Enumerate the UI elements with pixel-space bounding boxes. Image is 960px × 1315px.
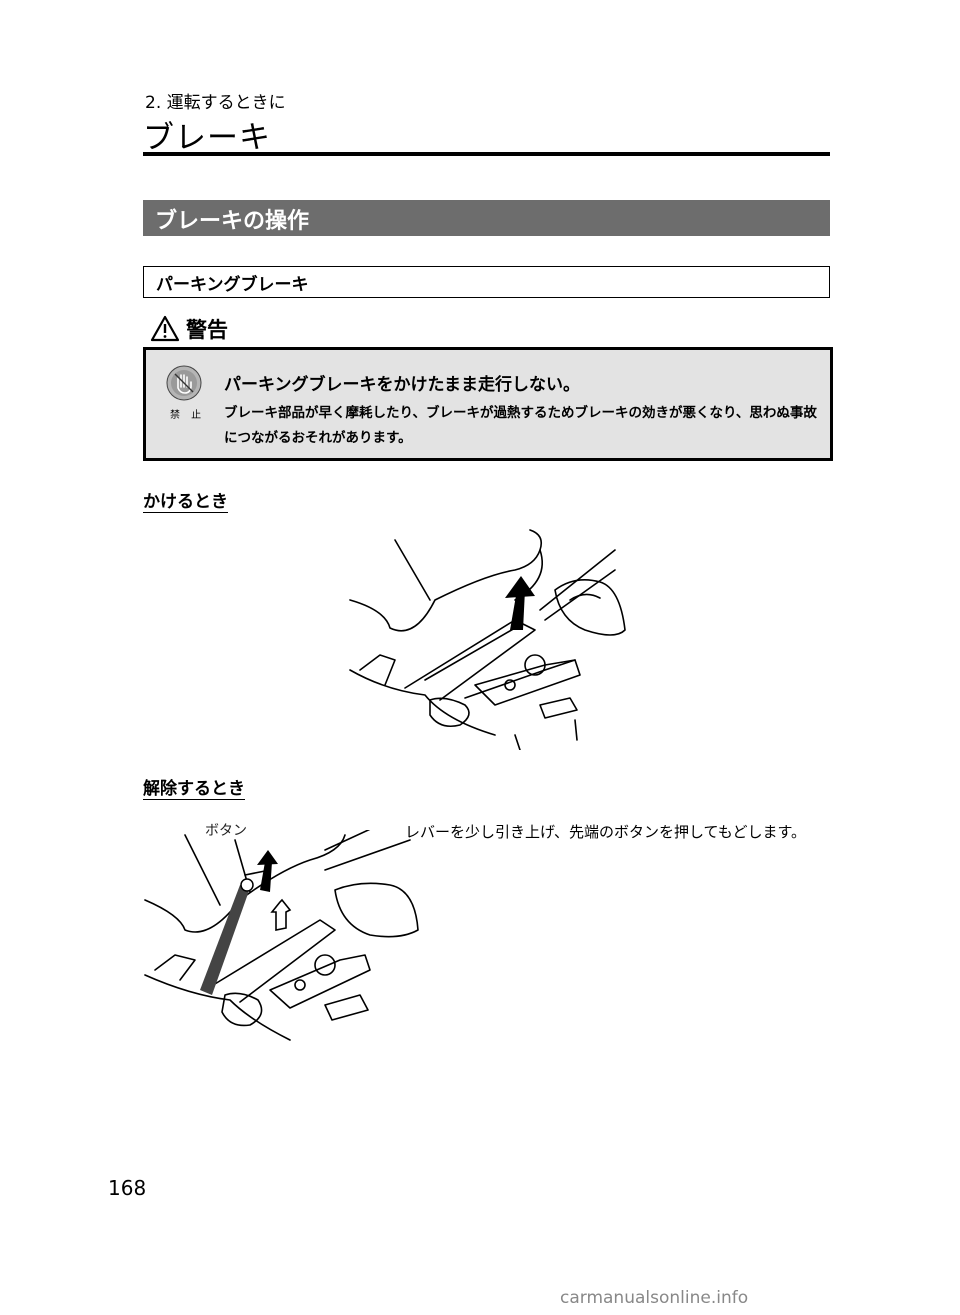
apply-heading: かけるとき <box>143 492 228 512</box>
release-brake-illustration <box>144 830 419 1041</box>
warning-headline: パーキングブレーキをかけたまま走行しない。 <box>224 375 580 395</box>
page-number: 168 <box>108 1176 147 1200</box>
release-heading: 解除するとき <box>143 779 245 799</box>
prohibited-label: 禁 止 <box>170 410 206 421</box>
chapter-label: 2. 運転するときに <box>145 93 286 113</box>
apply-brake-illustration <box>349 529 626 750</box>
warning-triangle-icon <box>150 315 180 342</box>
warning-box: 禁 止 パーキングブレーキをかけたまま走行しない。 ブレーキ部品が早く摩耗したり… <box>143 347 833 461</box>
page-title: ブレーキ <box>143 120 271 156</box>
section-header: ブレーキの操作 <box>143 200 830 236</box>
subsection-title: パーキングブレーキ <box>156 275 309 295</box>
subsection-header: パーキングブレーキ <box>143 266 830 298</box>
button-callout-label: ボタン <box>205 823 247 839</box>
warning-body: ブレーキ部品が早く摩耗したり、ブレーキが過熱するためブレーキの効きが悪くなり、思… <box>224 405 817 446</box>
section-title: ブレーキの操作 <box>155 209 310 234</box>
warning-title: 警告 <box>186 318 228 342</box>
release-instructions: レバーを少し引き上げ、先端のボタンを押してもどします。 <box>405 823 806 841</box>
watermark: carmanualsonline.info <box>560 1288 749 1308</box>
prohibited-hand-icon <box>166 365 202 401</box>
title-rule <box>143 152 830 156</box>
